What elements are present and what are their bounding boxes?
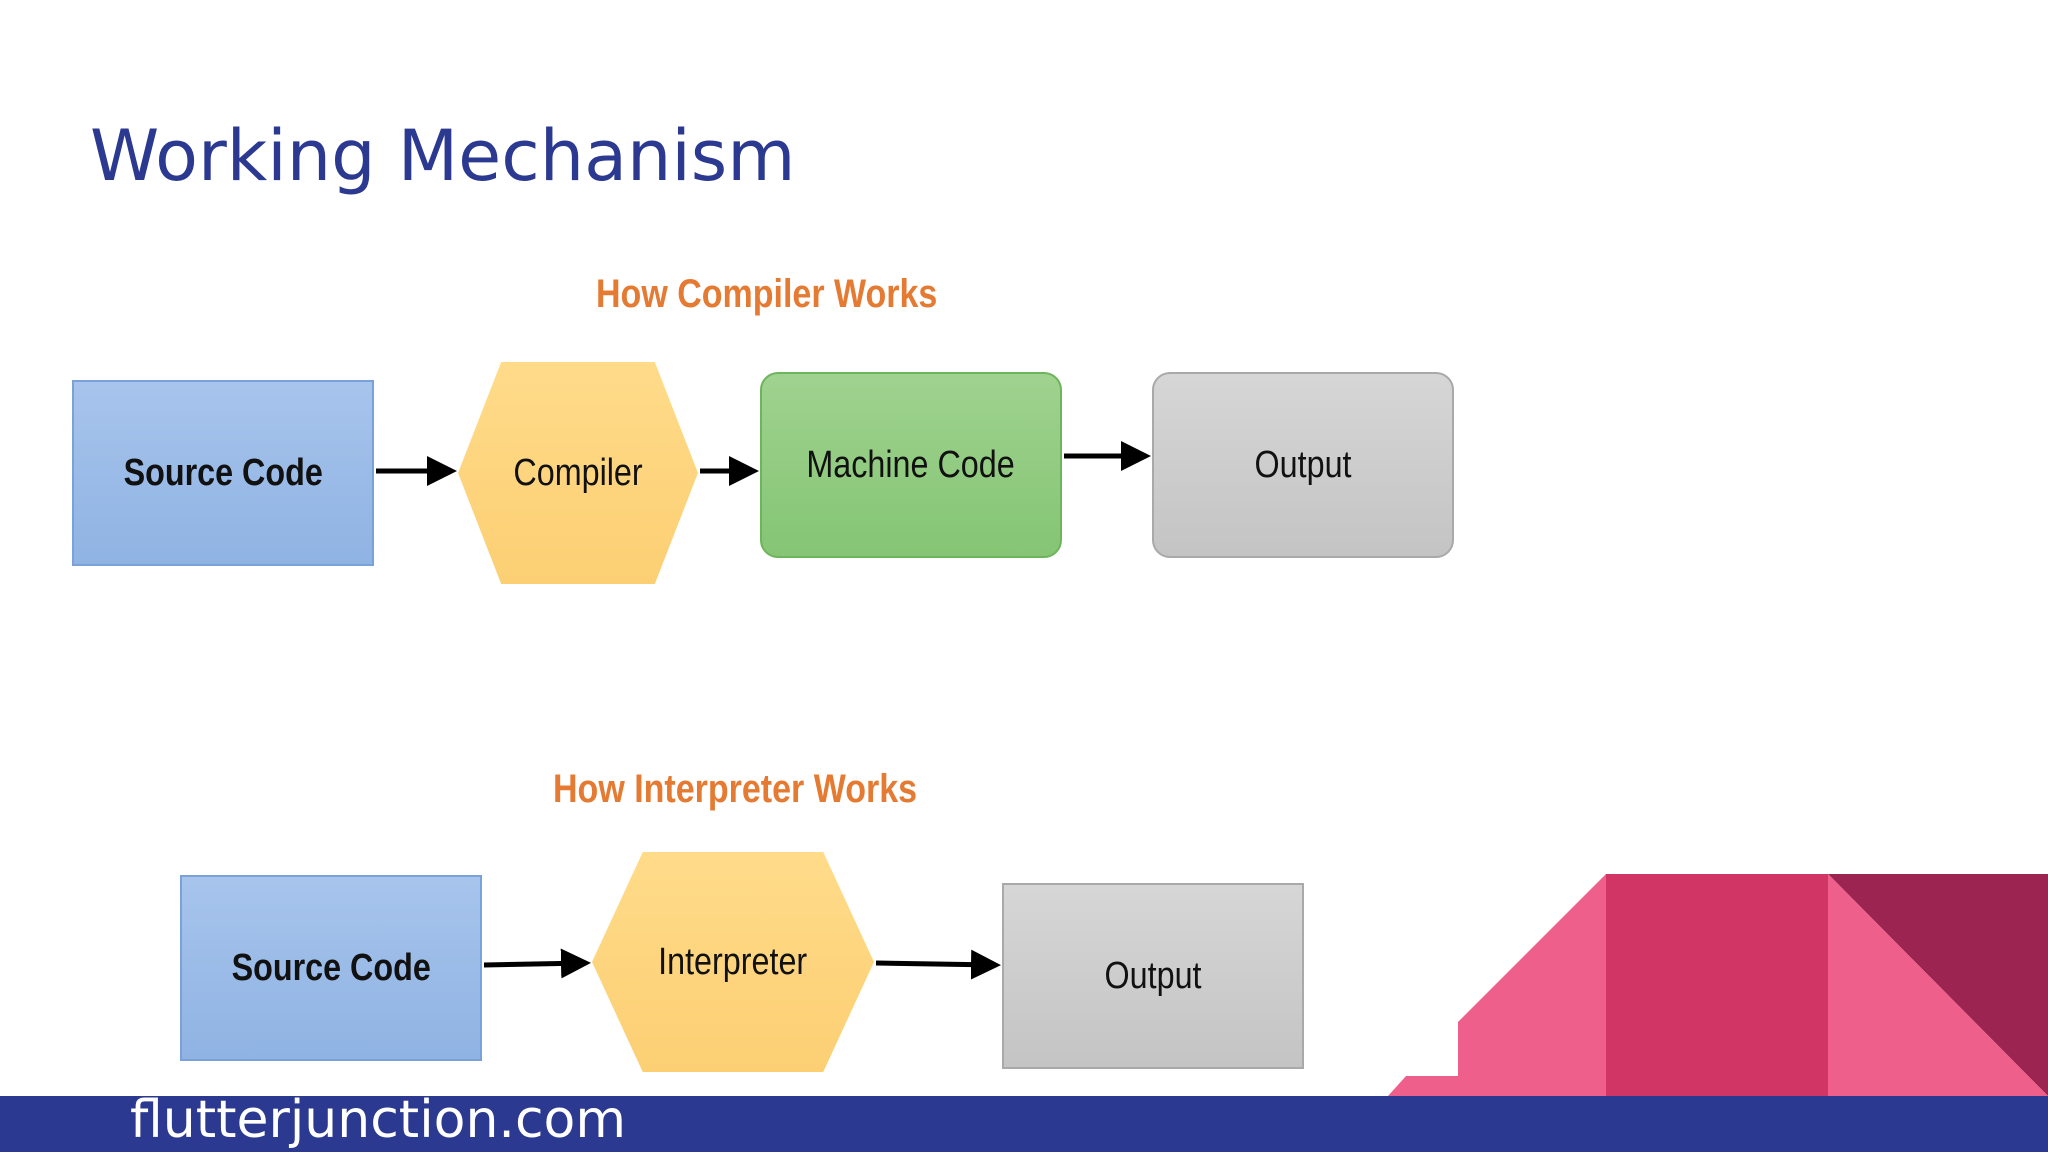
compiler-output-label: Output — [1254, 443, 1352, 486]
interpreter-hexagon: Interpreter — [592, 852, 874, 1072]
compiler-source-code-label: Source Code — [123, 451, 323, 494]
arrow-interpreter-to-output — [875, 949, 1001, 980]
deco-crimson-block — [1606, 874, 1828, 1096]
footer-url[interactable]: flutterjunction.com — [130, 1090, 627, 1150]
interpreter-output-label: Output — [1104, 954, 1202, 997]
compiler-source-code-box: Source Code — [72, 380, 374, 566]
machine-code-label: Machine Code — [806, 443, 1016, 486]
interpreter-label: Interpreter — [658, 940, 808, 983]
footer-bar — [0, 1096, 2048, 1152]
machine-code-box: Machine Code — [760, 372, 1062, 558]
interpreter-source-code-box: Source Code — [180, 875, 482, 1061]
deco-pink-right — [1828, 874, 2048, 1096]
compiler-output-box: Output — [1152, 372, 1454, 558]
interpreter-output-box: Output — [1002, 883, 1304, 1069]
interpreter-source-code-label: Source Code — [231, 946, 431, 989]
slide-title: Working Mechanism — [90, 115, 796, 197]
compiler-hexagon: Compiler — [458, 362, 698, 584]
compiler-label: Compiler — [513, 451, 643, 494]
interpreter-diagram-title: How Interpreter Works — [553, 767, 918, 811]
compiler-diagram-title: How Compiler Works — [596, 272, 938, 316]
arrow-source-to-interpreter — [483, 948, 591, 979]
deco-pink-left — [1388, 874, 1606, 1096]
